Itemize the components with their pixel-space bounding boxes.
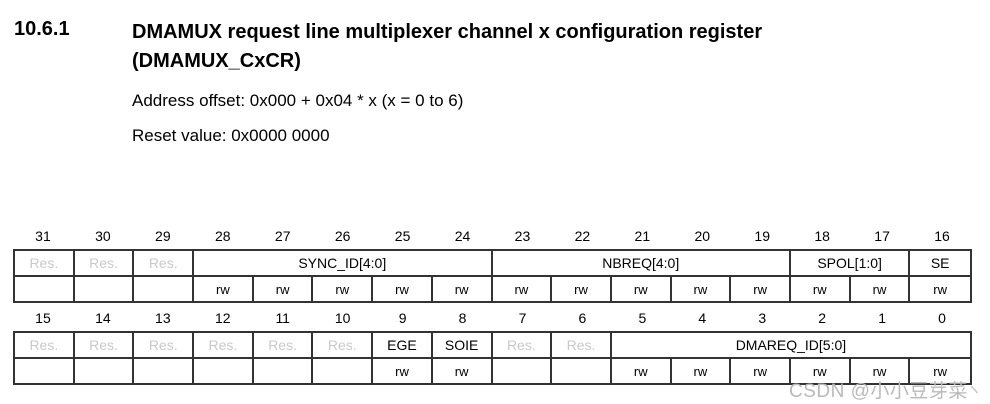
reset-value-line: Reset value: 0x0000 0000: [132, 126, 330, 145]
access-cell: [75, 359, 135, 383]
access-cell: [134, 359, 195, 383]
access-cell: [493, 359, 553, 383]
field-cell-soie: SOIE: [432, 333, 493, 359]
access-cell: rw: [933, 363, 948, 379]
page-title: DMAMUX request line multiplexer channel …: [132, 18, 962, 76]
field-cell-reserved: Res.: [74, 333, 135, 359]
bit-number-26: 26: [334, 228, 351, 244]
access-cell: rw: [612, 359, 672, 383]
bit-number-6: 6: [578, 310, 587, 326]
field-cell-reserved: Res.: [552, 333, 612, 359]
field-cell-se: SE: [910, 251, 970, 277]
bit-number-16: 16: [934, 228, 950, 244]
field-cell-reserved: Res.: [194, 333, 254, 359]
bit-number-3: 3: [758, 310, 767, 326]
field-cell-reserved: Res.: [15, 333, 75, 359]
field-cell-reserved: Res.: [313, 333, 374, 359]
access-cell: rw: [612, 277, 672, 301]
access-cell: rw: [373, 277, 433, 301]
section-number: 10.6.1: [14, 18, 70, 40]
address-offset-line: Address offset: 0x000 + 0x04 * x (x = 0 …: [132, 91, 464, 110]
access-cell: rw: [552, 277, 612, 301]
access-cell: rw: [851, 359, 911, 383]
field-cell-nbreq-4-0-: NBREQ[4:0]: [492, 251, 791, 277]
bit-number-22: 22: [574, 228, 591, 244]
field-cell-reserved: Res.: [74, 251, 135, 277]
access-cell: rw: [373, 359, 433, 383]
field-cell-reserved: Res.: [134, 333, 195, 359]
field-cell-sync-id-4-0-: SYNC_ID[4:0]: [194, 251, 493, 277]
bit-number-23: 23: [514, 228, 531, 244]
page-title-line2: (DMAMUX_CxCR): [132, 50, 301, 72]
field-cell-reserved: Res.: [492, 333, 553, 359]
bit-number-10: 10: [334, 310, 351, 326]
bit-number-18: 18: [814, 228, 830, 244]
bit-number-30: 30: [95, 228, 111, 244]
field-cell-reserved: Res.: [15, 251, 75, 277]
field-cell-reserved: Res.: [253, 333, 314, 359]
access-cell: rw: [731, 277, 791, 301]
access-cell: rw: [433, 359, 493, 383]
bit-number-31: 31: [35, 228, 51, 244]
access-cell: rw: [672, 359, 732, 383]
bit-number-5: 5: [638, 310, 647, 326]
bit-number-14: 14: [95, 310, 111, 326]
field-cell-dmareq-id-5-0-: DMAREQ_ID[5:0]: [611, 333, 970, 359]
bit-number-25: 25: [394, 228, 411, 244]
access-cell: rw: [194, 277, 254, 301]
bit-number-19: 19: [754, 228, 770, 244]
bit-number-27: 27: [274, 228, 291, 244]
field-cell-spol-1-0-: SPOL[1:0]: [790, 251, 911, 277]
bit-number-7: 7: [518, 310, 527, 326]
bit-number-21: 21: [634, 228, 651, 244]
bit-number-24: 24: [454, 228, 471, 244]
access-cell: rw: [254, 277, 314, 301]
watermark: CSDN @小小豆芽菜: [789, 381, 968, 402]
access-cell: rw: [433, 277, 493, 301]
bit-number-15: 15: [35, 310, 51, 326]
field-cell-reserved: Res.: [134, 251, 195, 277]
bit-number-28: 28: [214, 228, 231, 244]
access-cell: rw: [791, 359, 851, 383]
bit-number-9: 9: [398, 310, 407, 326]
bit-number-20: 20: [694, 228, 711, 244]
access-cell: [313, 359, 374, 383]
access-cell: [254, 359, 314, 383]
bit-number-2: 2: [818, 310, 827, 326]
access-cell: rw: [493, 277, 553, 301]
access-cell: [75, 277, 135, 301]
bit-number-0: 0: [938, 310, 946, 326]
access-cell: rw: [933, 281, 948, 297]
access-cell: [15, 277, 75, 301]
access-cell: rw: [791, 277, 851, 301]
access-cell: rw: [731, 359, 791, 383]
access-cell: rw: [851, 277, 911, 301]
watermark-tail-mark: ヽ: [966, 382, 983, 399]
bit-number-1: 1: [878, 310, 886, 326]
bit-number-12: 12: [214, 310, 231, 326]
access-cell: [552, 359, 612, 383]
bit-number-11: 11: [275, 310, 290, 326]
bit-number-29: 29: [155, 228, 171, 244]
access-cell: [194, 359, 254, 383]
bit-number-8: 8: [458, 310, 467, 326]
access-cell: rw: [313, 277, 374, 301]
access-cell: rw: [672, 277, 732, 301]
bit-number-17: 17: [874, 228, 890, 244]
bit-numbers-row-high: 31 30 29 28 27 26 25 24 23 22 21 20 19 18 17 16: [13, 225, 972, 247]
bit-number-13: 13: [155, 310, 171, 326]
register-table-high: Res.Res.Res.SYNC_ID[4:0]NBREQ[4:0]SPOL[1…: [13, 249, 972, 303]
page-title-line1: DMAMUX request line multiplexer channel …: [132, 21, 763, 43]
bit-number-4: 4: [698, 310, 707, 326]
access-cell: [134, 277, 195, 301]
field-cell-ege: EGE: [373, 333, 433, 359]
access-cell: [15, 359, 75, 383]
